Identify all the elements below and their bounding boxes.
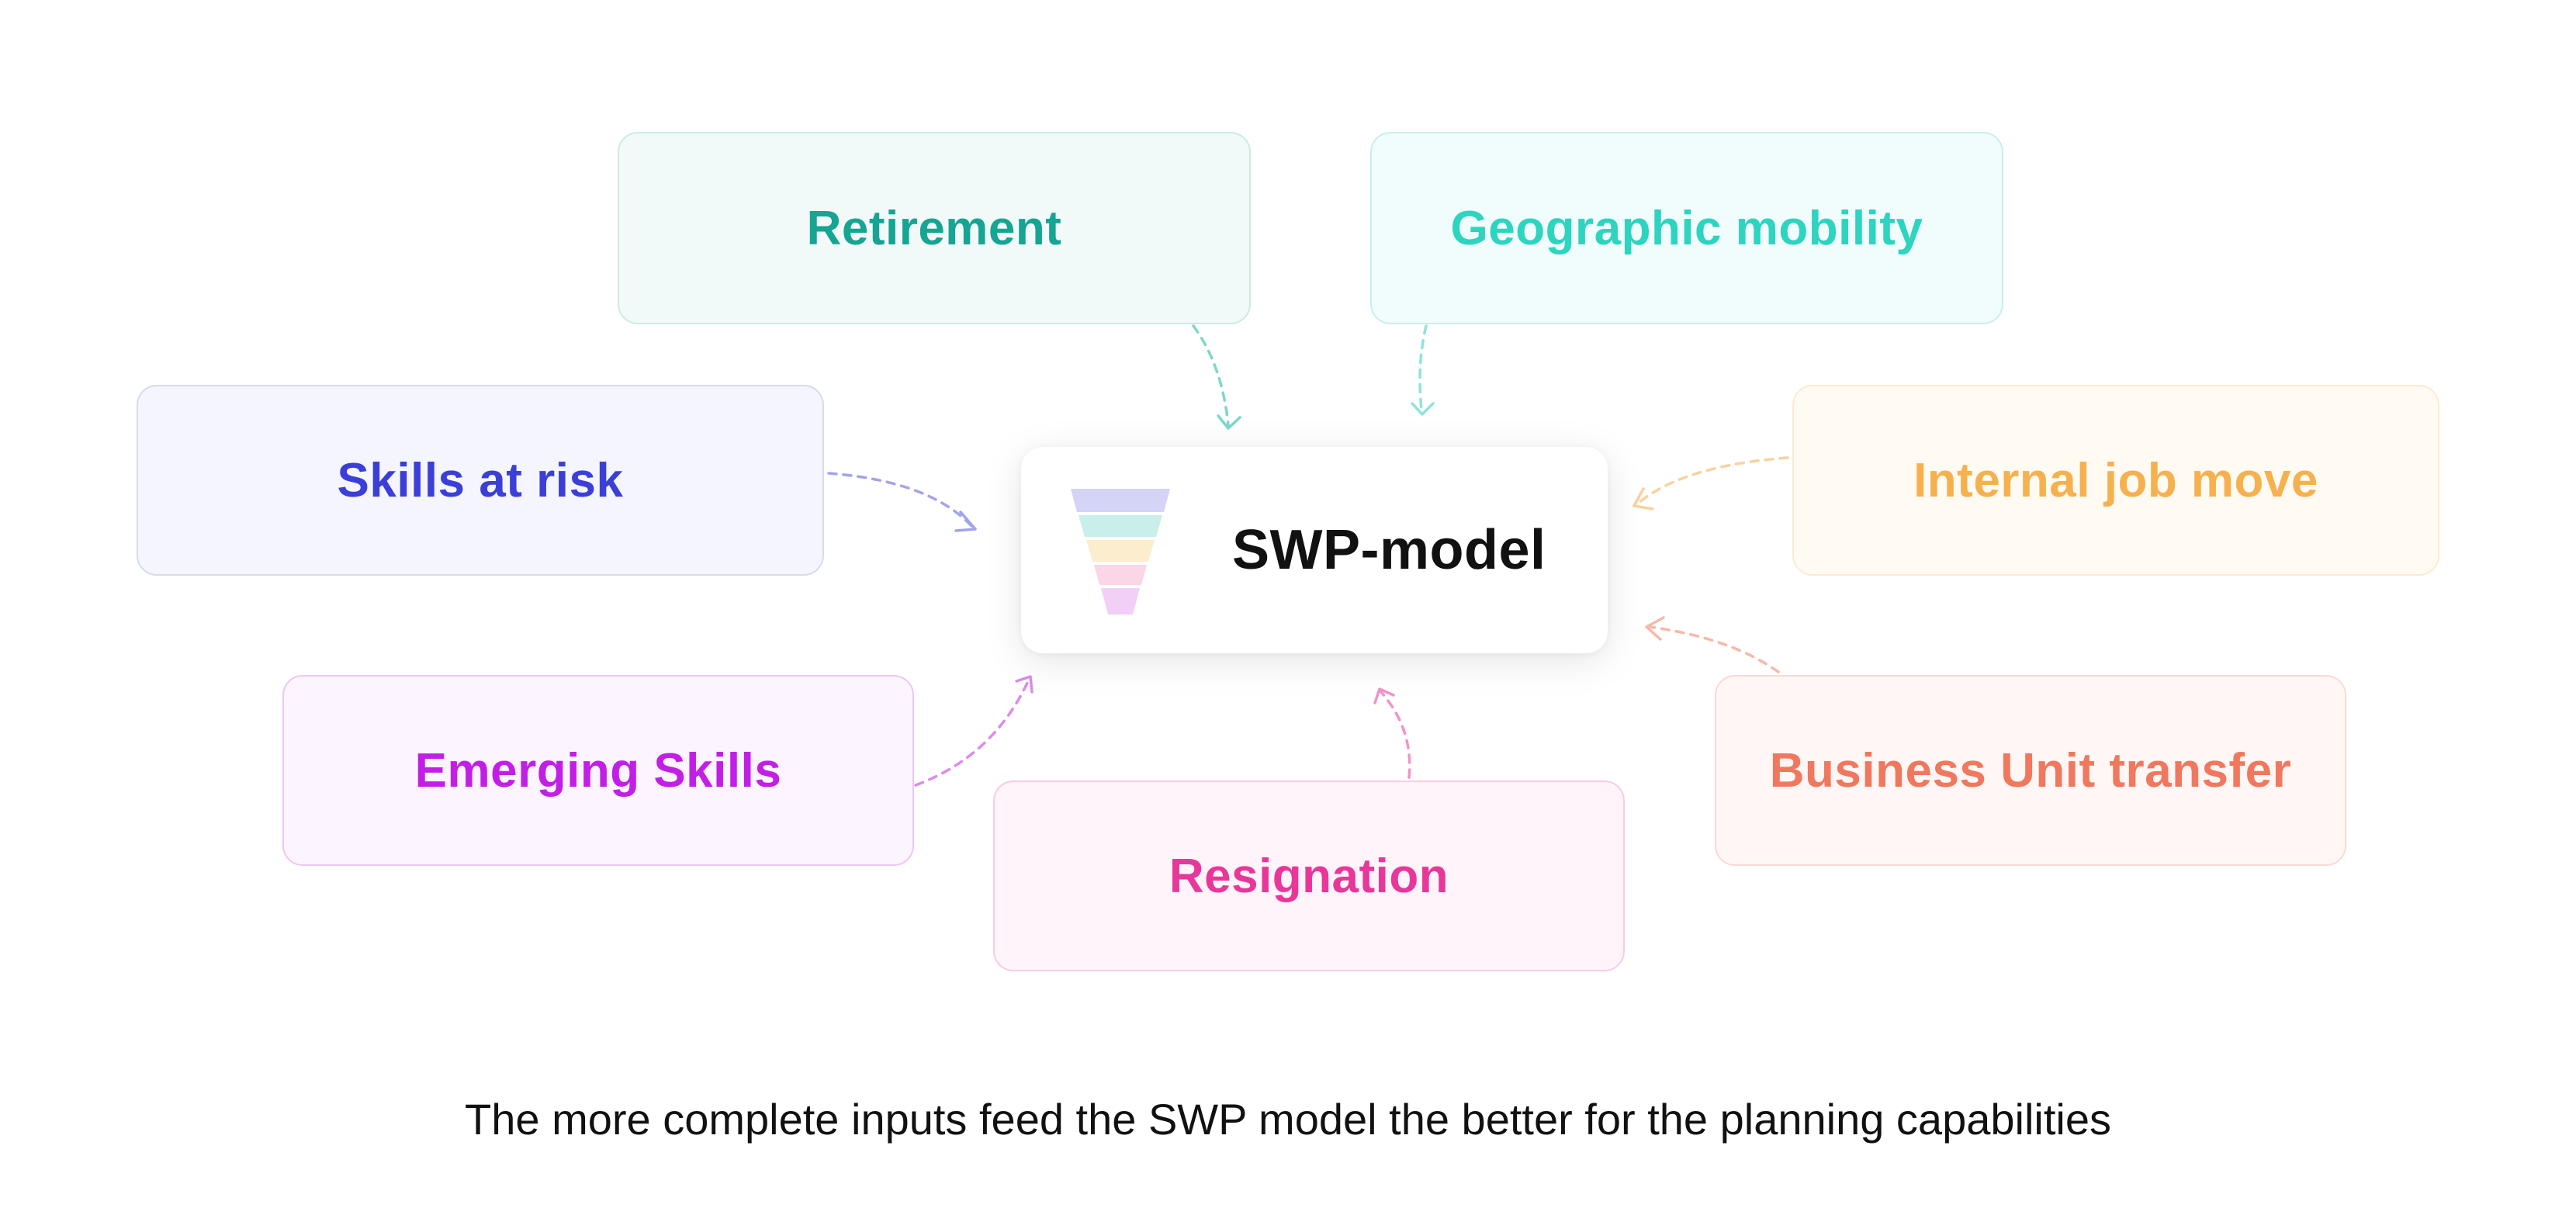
arrowhead-business-unit-transfer <box>1645 616 1665 641</box>
input-label-geographic-mobility: Geographic mobility <box>1450 201 1923 255</box>
arrowhead-retirement <box>1217 414 1241 430</box>
arrow-retirement <box>1192 324 1230 427</box>
input-box-resignation: Resignation <box>993 781 1625 971</box>
funnel-layer <box>1071 489 1170 512</box>
input-label-skills-at-risk: Skills at risk <box>337 453 624 507</box>
input-label-resignation: Resignation <box>1169 849 1449 903</box>
input-label-business-unit-transfer: Business Unit transfer <box>1769 743 2292 798</box>
funnel-layer <box>1086 540 1155 562</box>
swp-model-card: SWP-model <box>1021 447 1608 653</box>
arrow-emerging-skills <box>914 680 1030 787</box>
arrow-skills-at-risk <box>827 472 975 529</box>
input-box-retirement: Retirement <box>618 132 1251 324</box>
arrow-geographic-mobility <box>1418 324 1428 411</box>
arrow-resignation <box>1380 691 1411 779</box>
input-label-internal-job-move: Internal job move <box>1913 453 2318 507</box>
input-label-emerging-skills: Emerging Skills <box>414 743 782 798</box>
input-box-emerging-skills: Emerging Skills <box>282 675 914 866</box>
arrow-business-unit-transfer <box>1648 625 1780 673</box>
input-box-skills-at-risk: Skills at risk <box>137 385 824 576</box>
diagram-caption: The more complete inputs feed the SWP mo… <box>465 1095 2111 1144</box>
funnel-layer <box>1079 515 1162 537</box>
funnel-icon <box>1071 489 1170 614</box>
arrowhead-emerging-skills <box>1015 675 1034 694</box>
funnel-layer <box>1094 565 1147 585</box>
input-box-internal-job-move: Internal job move <box>1792 385 2439 576</box>
input-box-geographic-mobility: Geographic mobility <box>1370 132 2003 324</box>
funnel-layer <box>1101 588 1140 614</box>
input-box-business-unit-transfer: Business Unit transfer <box>1715 675 2346 866</box>
arrow-internal-job-move <box>1637 456 1789 504</box>
arrowhead-internal-job-move <box>1633 487 1654 511</box>
arrowhead-resignation <box>1373 687 1395 704</box>
input-label-retirement: Retirement <box>806 201 1062 255</box>
arrowhead-geographic-mobility <box>1411 402 1435 416</box>
arrowhead-skills-at-risk <box>954 511 977 532</box>
swp-model-label: SWP-model <box>1232 519 1546 581</box>
